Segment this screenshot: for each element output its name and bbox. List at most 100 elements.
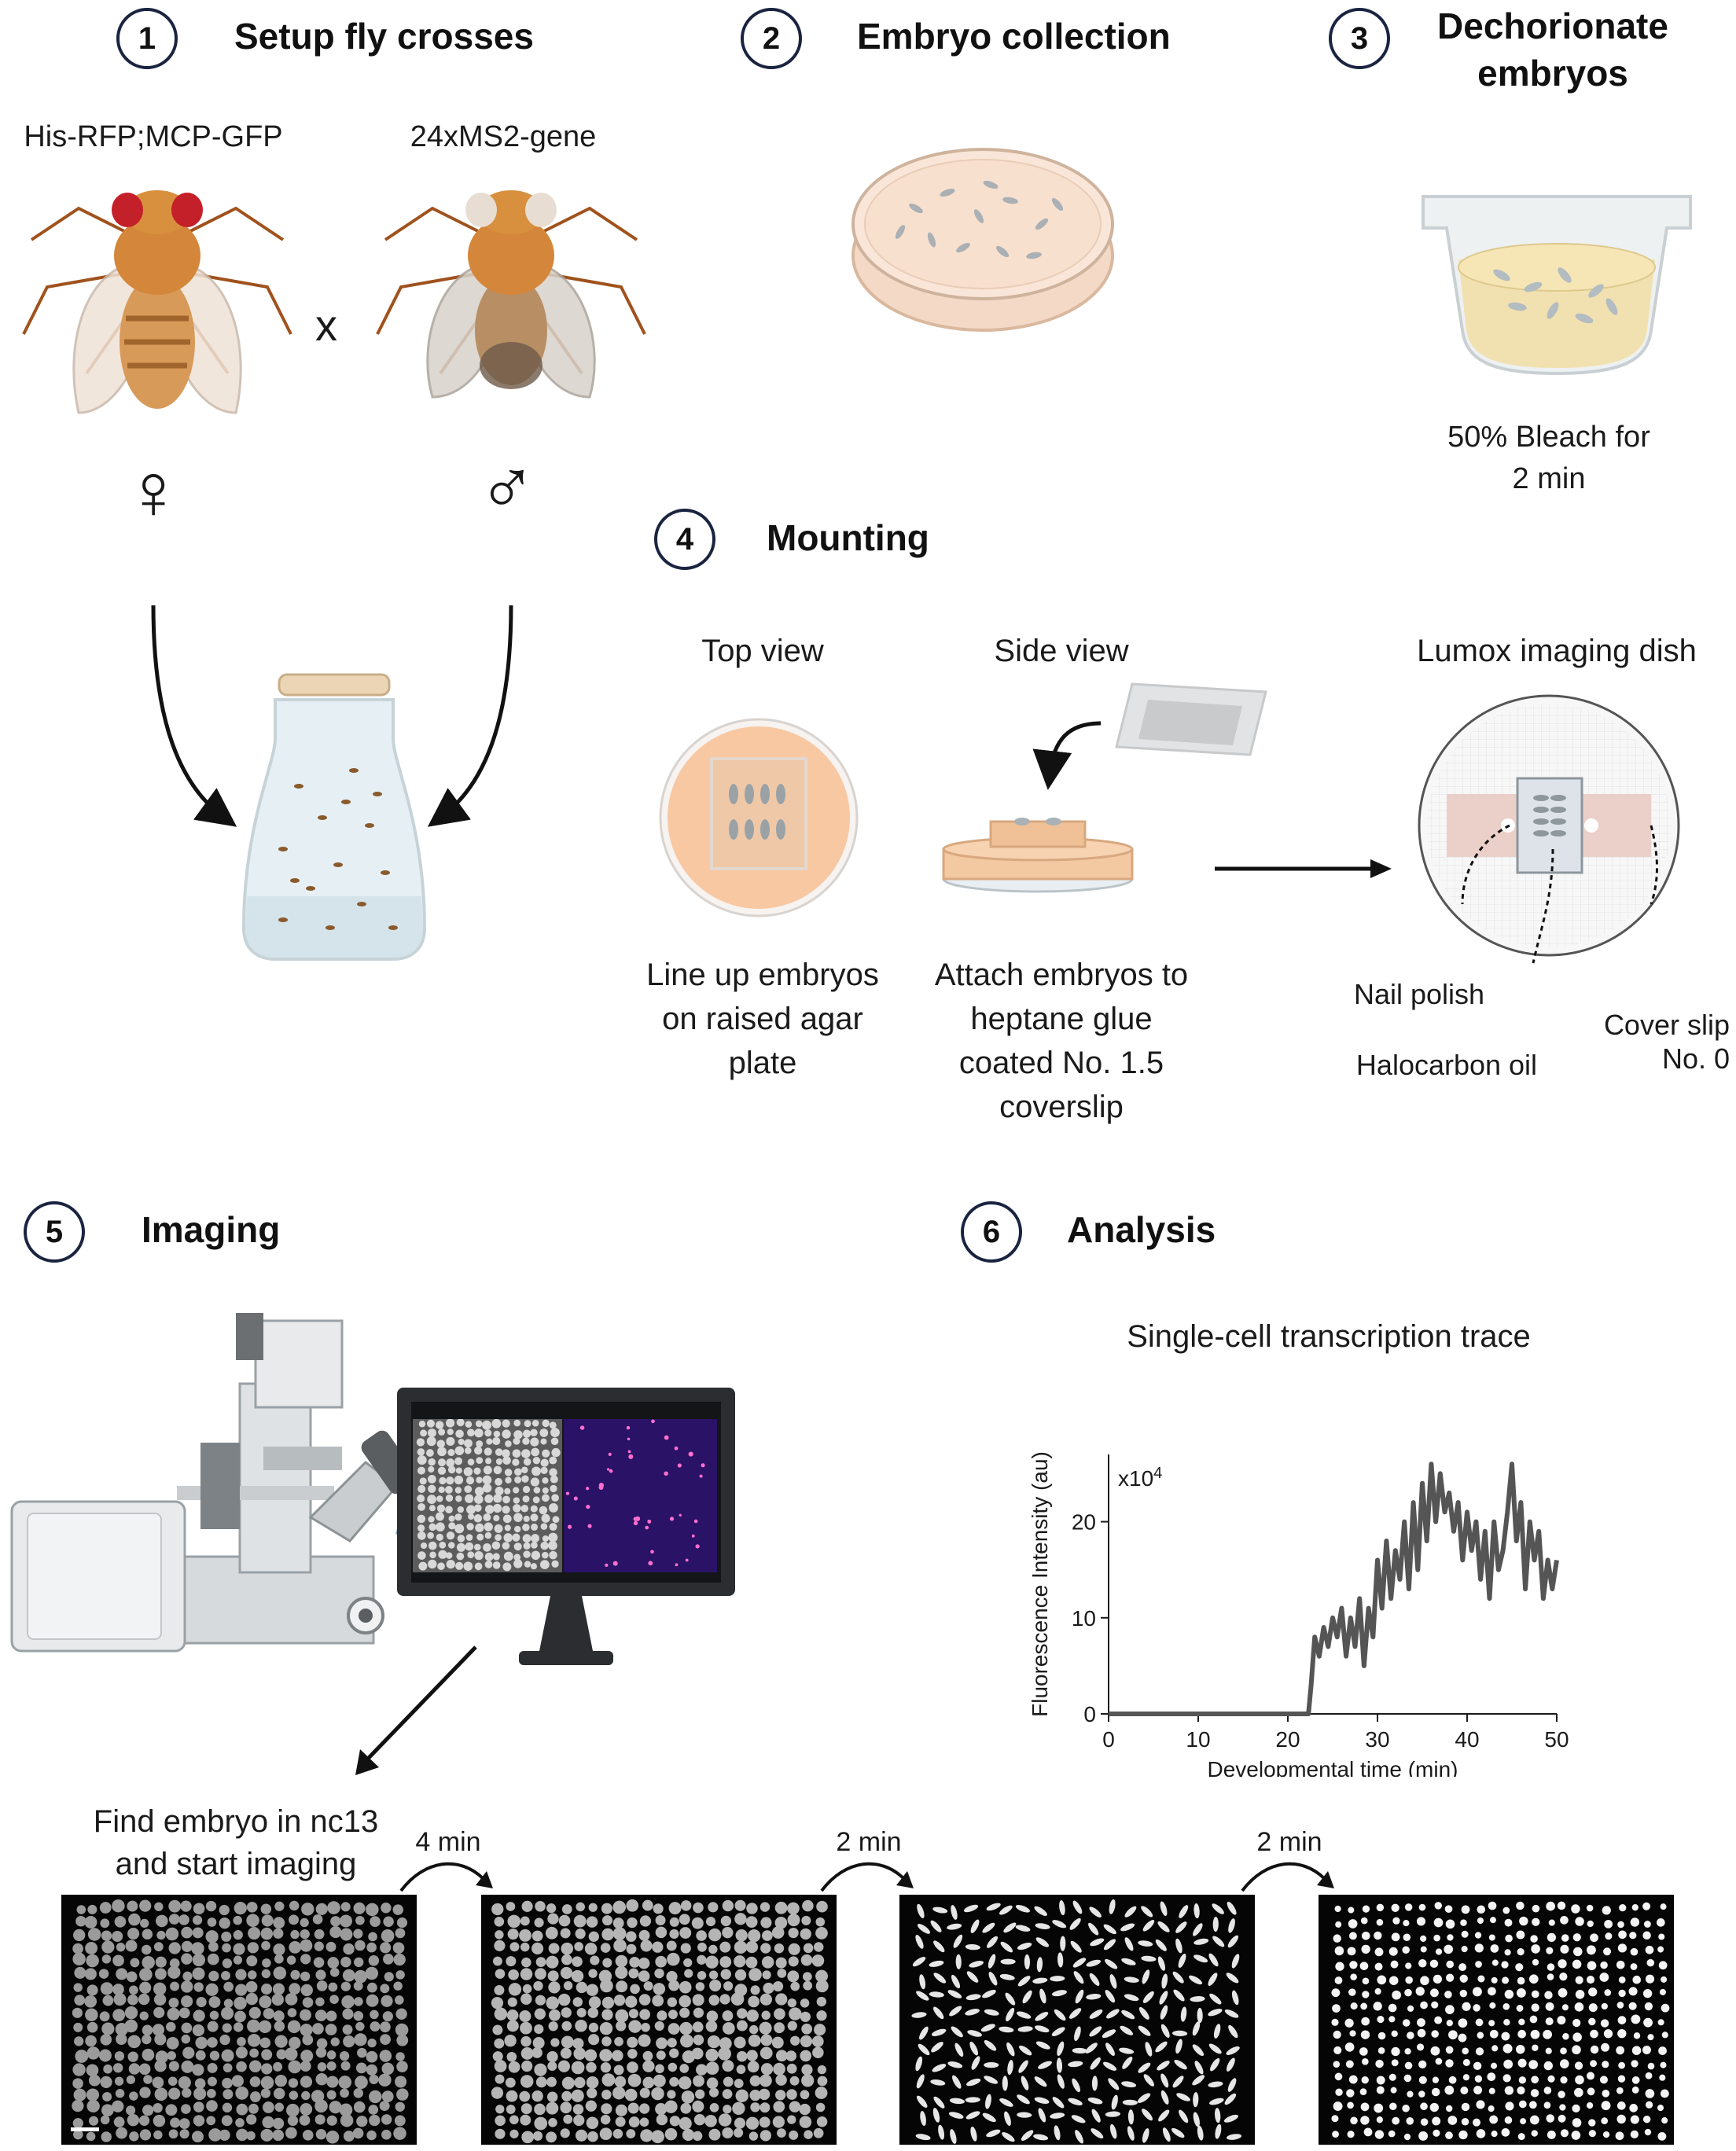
nucleus-dot bbox=[1631, 2076, 1640, 2084]
nucleus-dot bbox=[1103, 1939, 1116, 1951]
nucleus-dot bbox=[639, 1915, 652, 1927]
nucleus-dot bbox=[1473, 2061, 1482, 2071]
nucleus-dot bbox=[1194, 1954, 1208, 1963]
nucleus-dot bbox=[233, 1915, 243, 1925]
nucleus-dot bbox=[640, 1940, 653, 1952]
nucleus-dot bbox=[1193, 2112, 1200, 2127]
nucleus-dot bbox=[1374, 1962, 1383, 1971]
nucleus-dot bbox=[627, 2048, 638, 2059]
nucleus-dot bbox=[541, 1551, 549, 1559]
nucleus-dot bbox=[428, 1516, 435, 1523]
nucleus-dot bbox=[654, 1968, 664, 1979]
nucleus-dot bbox=[1032, 1977, 1048, 1984]
nucleus-dot bbox=[84, 1968, 97, 1980]
nucleus-dot bbox=[165, 1927, 179, 1941]
nucleus-dot bbox=[141, 1944, 152, 1955]
nucleus-dot bbox=[206, 2100, 218, 2112]
nucleus-dot bbox=[464, 1439, 473, 1448]
nucleus-dot bbox=[342, 2024, 353, 2035]
nucleus-dot bbox=[1616, 2114, 1626, 2124]
nucleus-dot bbox=[369, 2114, 381, 2127]
nucleus-dot bbox=[933, 1940, 945, 1953]
nucleus-dot bbox=[1447, 2116, 1458, 2125]
nucleus-dot bbox=[495, 2105, 505, 2114]
nucleus-dot bbox=[193, 1982, 204, 1992]
nucleus-dot bbox=[473, 1467, 481, 1475]
step-6-title: Analysis bbox=[1067, 1209, 1216, 1250]
spot-dot bbox=[651, 1419, 655, 1424]
nucleus-dot bbox=[181, 1940, 193, 1952]
nucleus-dot bbox=[447, 1465, 456, 1474]
y-tick-label: 20 bbox=[1072, 1510, 1096, 1535]
step-number: 6 bbox=[982, 1214, 1001, 1249]
nucleus-dot bbox=[455, 1429, 464, 1439]
spot-dot bbox=[691, 1534, 695, 1538]
nucleus-dot bbox=[1015, 1925, 1031, 1932]
nucleus-dot bbox=[396, 2061, 408, 2072]
nucleus-dot bbox=[438, 1486, 445, 1494]
nucleus-dot bbox=[1172, 2030, 1188, 2037]
nucleus-dot bbox=[223, 1981, 234, 1992]
nucleus-dot bbox=[1502, 2003, 1510, 2010]
nucleus-dot bbox=[209, 2050, 220, 2061]
nucleus-dot bbox=[931, 2042, 943, 2053]
nucleus-dot bbox=[655, 2103, 668, 2116]
nucleus-dot bbox=[1002, 2076, 1008, 2091]
nucleus-dot bbox=[1560, 1944, 1569, 1954]
nucleus-dot bbox=[512, 1533, 520, 1542]
nucleus-dot bbox=[774, 2008, 785, 2020]
nucleus-dot bbox=[1374, 1947, 1384, 1957]
nucleus-dot bbox=[1476, 2129, 1486, 2138]
nucleus-dot bbox=[667, 1952, 680, 1966]
nucleus-dot bbox=[601, 2089, 612, 2100]
nucleus-dot bbox=[473, 1446, 483, 1455]
nucleus-dot bbox=[1488, 2087, 1495, 2094]
nucleus-dot bbox=[223, 2063, 233, 2073]
nucleus-dot bbox=[152, 2024, 165, 2036]
nucleus-dot bbox=[392, 1942, 405, 1954]
nucleus-dot bbox=[235, 2087, 249, 2100]
nucleus-dot bbox=[193, 2101, 204, 2112]
nucleus-dot bbox=[1433, 1974, 1443, 1984]
nucleus-dot bbox=[1418, 2090, 1425, 2098]
nucleus-dot bbox=[545, 1926, 558, 1940]
nucleus-dot bbox=[524, 1561, 531, 1568]
nucleus-dot bbox=[314, 1941, 324, 1951]
nucleus-dot bbox=[1208, 1973, 1218, 1986]
nucleus-dot bbox=[1658, 2046, 1667, 2055]
nucleus-dot bbox=[1173, 1989, 1185, 2002]
nucleus-dot bbox=[1212, 1903, 1224, 1914]
nucleus-dot bbox=[746, 1903, 758, 1914]
nucleus-dot bbox=[1530, 1935, 1538, 1943]
nucleus-dot bbox=[1160, 1901, 1168, 1916]
nucleus-dot bbox=[1416, 2043, 1425, 2051]
nucleus-dot bbox=[1138, 1940, 1153, 1947]
nucleus-dot bbox=[126, 1971, 138, 1983]
nucleus-dot bbox=[613, 1939, 627, 1953]
nucleus-dot bbox=[1085, 2043, 1098, 2054]
nucleus-dot bbox=[1616, 2101, 1626, 2110]
nucleus-dot bbox=[436, 1421, 444, 1429]
nucleus-dot bbox=[418, 1421, 426, 1428]
nucleus-dot bbox=[1376, 1918, 1384, 1926]
nucleus-dot bbox=[513, 1419, 521, 1427]
nucleus-dot bbox=[330, 2037, 340, 2046]
nucleus-dot bbox=[1462, 2074, 1469, 2081]
nucleus-dot bbox=[395, 2052, 405, 2061]
nucleus-dot bbox=[248, 1927, 261, 1940]
step-1-badge: 1 bbox=[116, 8, 178, 69]
nucleus-dot bbox=[1052, 1990, 1067, 1997]
nucleus-dot bbox=[522, 1523, 530, 1531]
nucleus-dot bbox=[732, 2101, 745, 2116]
nucleus-dot bbox=[417, 1502, 425, 1511]
nucleus-dot bbox=[759, 2116, 771, 2128]
nucleus-dot bbox=[473, 1543, 481, 1551]
nucleus-dot bbox=[1091, 2109, 1101, 2123]
nucleus-dot bbox=[984, 2009, 999, 2016]
nucleus-dot bbox=[1375, 2059, 1384, 2068]
nucleus-dot bbox=[933, 2096, 945, 2109]
nucleus-dot bbox=[396, 2088, 409, 2101]
nucleus-dot bbox=[1628, 2002, 1637, 2010]
nucleus-dot bbox=[760, 1993, 773, 2006]
